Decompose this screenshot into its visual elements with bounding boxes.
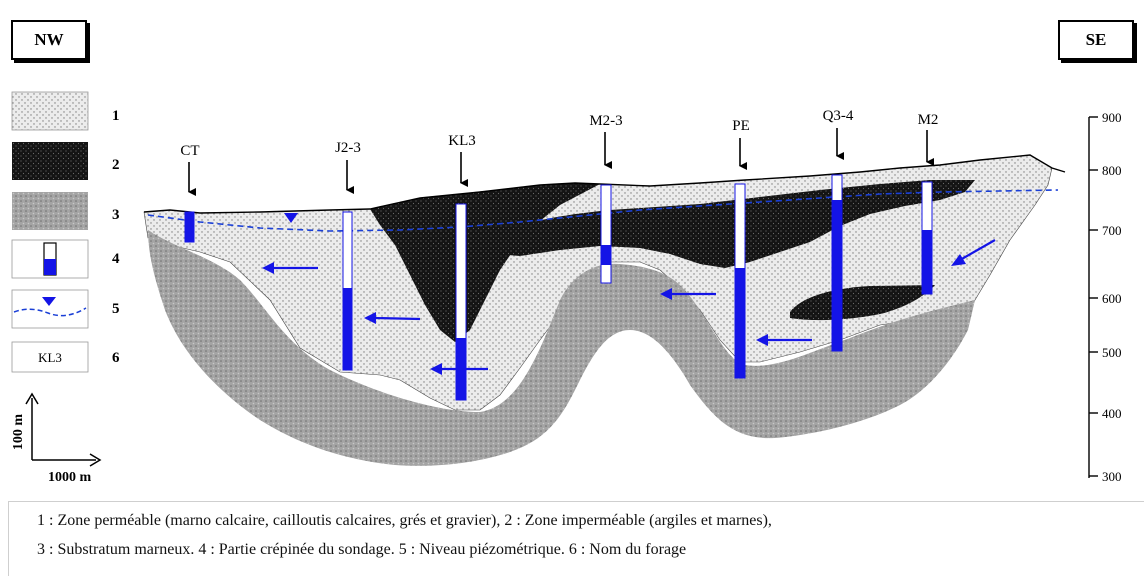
borehole-q3-4 [831, 174, 843, 352]
borehole-screen [343, 288, 352, 370]
elevation-tick-label: 900 [1102, 110, 1122, 125]
caption-line-2: 3 : Substratum marneux. 4 : Partie crépi… [37, 541, 687, 558]
legend-num-1: 1 [112, 108, 120, 124]
ground-surface-line [143, 154, 1066, 214]
borehole-screen [735, 268, 745, 378]
borehole-screen [832, 200, 842, 351]
well-location-arrows [188, 128, 934, 196]
flow-arrowhead-icon [430, 363, 442, 375]
legend: 1 2 3 4 5 KL3 6 [11, 91, 120, 373]
elevation-tick-label: 400 [1102, 406, 1122, 421]
legend-num-6: 6 [112, 350, 120, 366]
flow-arrowhead-icon [364, 312, 376, 324]
groundwater-flow-arrows [262, 239, 996, 375]
scale-bar: 100 m 1000 m [11, 392, 102, 485]
borehole-casing [600, 184, 612, 284]
borehole-m2-3 [600, 184, 612, 284]
flow-arrow-icon [373, 316, 421, 321]
elevation-tick-label: 300 [1102, 469, 1122, 484]
scale-horizontal-label: 1000 m [48, 470, 92, 485]
piezometric-triangle-icon [284, 213, 298, 223]
legend-num-2: 2 [112, 157, 120, 173]
impermeable-clay-lower-lens [790, 285, 935, 321]
legend-num-3: 3 [112, 207, 120, 223]
legend-piezo-line [13, 307, 87, 317]
well-label-kl3: KL3 [448, 133, 476, 149]
elevation-tick-label: 600 [1102, 291, 1122, 306]
legend-num-4: 4 [112, 251, 120, 267]
legend-screen-icon [44, 259, 56, 275]
impermeable-clay-valley [370, 183, 600, 342]
legend-swatch-impermeable [12, 142, 88, 180]
borehole-m2 [921, 181, 933, 295]
marly-substratum [148, 230, 975, 466]
elevation-tick-label: 800 [1102, 163, 1122, 178]
legend-swatch-permeable [11, 91, 89, 131]
flow-arrowhead-icon [756, 334, 768, 346]
scale-right-arrow-icon [89, 453, 102, 467]
flow-arrowhead-icon [262, 262, 274, 274]
well-label-ct: CT [180, 143, 199, 159]
legend-swatch-well-name [11, 341, 89, 373]
borehole-j2-3 [342, 211, 353, 371]
borehole-screen [922, 230, 932, 294]
legend-well-name-sample: KL3 [38, 350, 62, 365]
borehole-pe [734, 183, 746, 379]
well-labels: CT J2-3 KL3 M2-3 PE Q3-4 M2 [180, 108, 938, 159]
flow-arrowhead-icon [951, 254, 966, 266]
elevation-tick-label: 500 [1102, 345, 1122, 360]
se-orientation-label: SE [1058, 20, 1134, 60]
legend-num-5: 5 [112, 301, 120, 317]
nw-orientation-label: NW [11, 20, 87, 60]
scale-vertical-label: 100 m [11, 414, 26, 451]
elevation-axis: 900 800 700 600 500 400 300 [1088, 110, 1122, 484]
flow-arrowhead-icon [660, 288, 672, 300]
well-label-pe: PE [732, 118, 750, 134]
well-label-m2: M2 [918, 112, 939, 128]
figure-caption: 1 : Zone perméable (marno calcaire, cail… [8, 501, 1144, 576]
elevation-tick-label: 700 [1102, 223, 1122, 238]
legend-piezo-triangle-icon [42, 297, 56, 306]
geologic-cross-section: CT J2-3 KL3 M2-3 PE Q3-4 M2 [143, 108, 1066, 466]
flow-arrow-icon [959, 239, 996, 261]
scale-up-arrow-icon [25, 392, 39, 405]
legend-swatch-substratum [12, 192, 88, 230]
well-label-m2-3: M2-3 [589, 113, 622, 129]
borehole-screen [185, 212, 194, 242]
borehole-ct [184, 211, 195, 243]
borehole-screen [601, 245, 611, 265]
well-label-j2-3: J2-3 [335, 140, 361, 156]
well-label-q3-4: Q3-4 [823, 108, 854, 124]
borehole-kl3 [455, 203, 467, 401]
caption-line-1: 1 : Zone perméable (marno calcaire, cail… [37, 512, 772, 529]
